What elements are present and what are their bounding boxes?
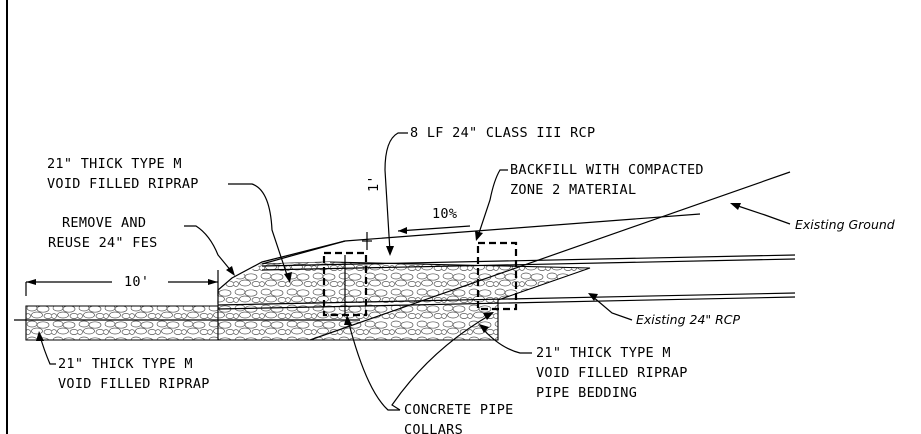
collars-label-2: COLLARS: [404, 422, 463, 434]
riprap-top-arrow: [284, 272, 292, 283]
slope-arrowhead: [398, 227, 407, 234]
rcp-pipe-label: 8 LF 24" CLASS III RCP: [410, 125, 595, 141]
slope-arrow: [397, 225, 471, 232]
bedding-label-3: PIPE BEDDING: [536, 385, 637, 401]
pipe-top-line: [261, 254, 796, 267]
existing-ground-label: Existing Ground: [795, 217, 895, 232]
existing-rcp-arrow: [588, 293, 598, 301]
existing-ground-line: [309, 171, 791, 341]
riprap-bottom-label-2: VOID FILLED RIPRAP: [58, 376, 210, 392]
backfill-leader: [477, 169, 508, 237]
bedding-arrow: [479, 324, 489, 333]
backfill-label-1: BACKFILL WITH COMPACTED: [510, 162, 704, 178]
rcp-leader-arrow: [386, 246, 394, 256]
dim-arrow-left: [26, 279, 36, 285]
riprap-top-label-1: 21" THICK TYPE M: [47, 156, 182, 172]
existing-ground-arrow: [730, 203, 741, 210]
dimension-label: 10': [124, 274, 149, 290]
pipe-top-line-2: [261, 258, 796, 271]
riprap-apron: [25, 305, 219, 341]
remove-arrow: [226, 266, 235, 276]
collar-right: [476, 241, 518, 311]
collars-leader-right: [391, 314, 491, 411]
backfill-arrow: [475, 231, 483, 241]
collars-leader-left: [347, 319, 400, 411]
dim-arrow-right: [208, 279, 218, 285]
bedding-label-2: VOID FILLED RIPRAP: [536, 365, 688, 381]
existing-ground-leader: [734, 204, 791, 225]
riprap-fes: [218, 262, 330, 304]
slope-label: 10%: [432, 206, 457, 222]
rcp-leader: [384, 132, 408, 253]
riprap-top-leader: [228, 183, 289, 279]
pipe-bottom-line-2: [217, 296, 796, 310]
existing-rcp-label: Existing 24" RCP: [636, 312, 741, 327]
riprap-top-label-2: VOID FILLED RIPRAP: [47, 176, 199, 192]
existing-rcp-leader: [591, 295, 633, 321]
backfill-label-2: ZONE 2 MATERIAL: [510, 182, 636, 198]
collars-arrow-left: [344, 315, 352, 325]
remove-leader: [184, 225, 233, 273]
riprap-bottom-arrow: [36, 331, 44, 341]
remove-label-1: REMOVE AND: [62, 215, 146, 231]
cover-label: 1': [366, 175, 382, 192]
collars-label-1: CONCRETE PIPE: [404, 402, 514, 418]
slope-line: [261, 240, 346, 265]
riprap-bottom-label-1: 21" THICK TYPE M: [58, 356, 193, 372]
collars-arrow-right: [483, 312, 494, 320]
bedding-label-1: 21" THICK TYPE M: [536, 345, 671, 361]
remove-label-2: REUSE 24" FES: [48, 235, 158, 251]
pipe-bottom-line: [217, 292, 796, 306]
bedding-leader: [481, 327, 532, 354]
